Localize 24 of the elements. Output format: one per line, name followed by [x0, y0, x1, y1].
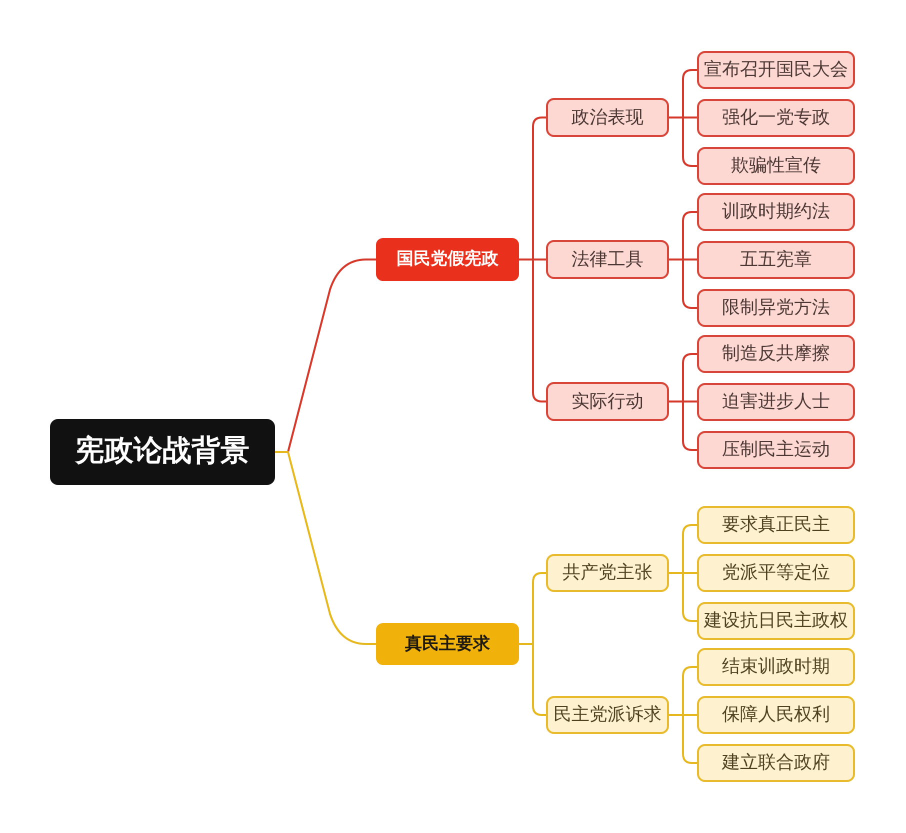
subtopic-box: 训政时期约法: [697, 193, 855, 231]
subtopic-box: 要求真正民主: [697, 506, 855, 544]
subtopic-box: 保障人民权利: [697, 696, 855, 734]
subtopic-box: 结束训政时期: [697, 648, 855, 686]
subtopic-box: 五五宪章: [697, 241, 855, 279]
subtopic-box: 政治表现: [546, 98, 669, 137]
subtopic-box: 法律工具: [546, 240, 669, 279]
subtopic-box: 实际行动: [546, 382, 669, 421]
subtopic-box: 压制民主运动: [697, 431, 855, 469]
subtopic-box: 迫害进步人士: [697, 383, 855, 421]
subtopic-box: 限制异党方法: [697, 289, 855, 327]
subtopic-box: 建立联合政府: [697, 744, 855, 782]
subtopic-box: 党派平等定位: [697, 554, 855, 592]
main-topic-box: 国民党假宪政: [376, 238, 519, 281]
subtopic-box: 欺骗性宣传: [697, 147, 855, 185]
subtopic-box: 建设抗日民主政权: [697, 602, 855, 640]
subtopic-box: 宣布召开国民大会: [697, 51, 855, 89]
subtopic-box: 共产党主张: [546, 554, 669, 592]
subtopic-box: 民主党派诉求: [546, 696, 669, 734]
subtopic-box: 制造反共摩擦: [697, 335, 855, 373]
central-topic-box: 宪政论战背景: [50, 419, 275, 485]
main-topic-box: 真民主要求: [376, 623, 519, 665]
subtopic-box: 强化一党专政: [697, 99, 855, 137]
connector-line: [275, 451, 376, 645]
